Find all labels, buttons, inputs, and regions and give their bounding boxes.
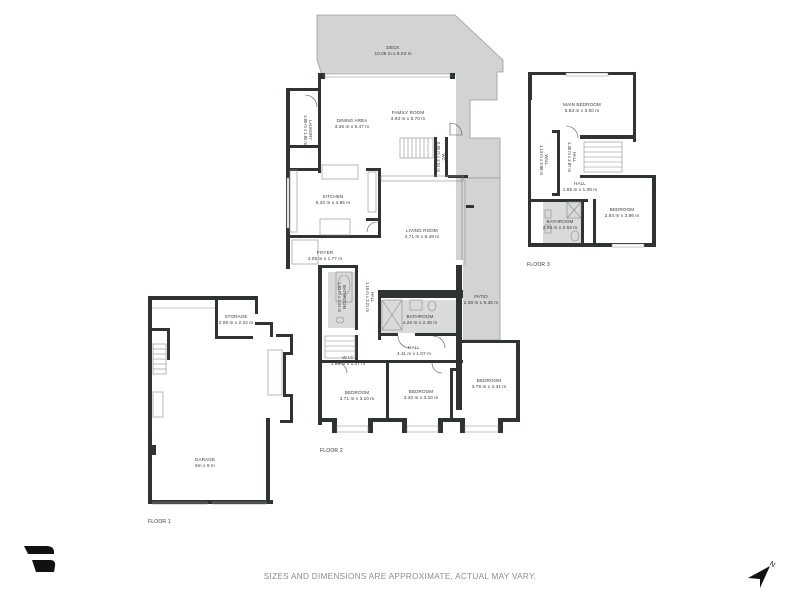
room-label-main-bedroom: MAIN BEDROOM 5.83 m x 3.50 m	[563, 102, 601, 113]
room-dims: 5.20 m x 4.85 m	[315, 199, 351, 205]
bathroom-wet-area	[328, 272, 356, 328]
room-label-wc: WC 0.85 m x 2.04 m	[436, 137, 446, 177]
room-label-living-room: LIVING ROOM 4.71 m x 6.49 m	[405, 228, 439, 239]
stairs-floor2	[324, 137, 434, 359]
room-dims: 1.30 m x 2.87 m	[567, 141, 572, 173]
room-dims: 3.93 m x 5.70 m	[390, 115, 426, 121]
room-name: HALL	[370, 291, 375, 303]
room-dims: 2.38 m x 9.35 m	[463, 299, 499, 305]
room-dims: 1.83 m x 3.31 m	[337, 281, 342, 313]
room-name: MAIN BEDROOM	[563, 102, 601, 107]
room-name: BATHROOM	[342, 285, 347, 309]
room-name: BEDROOM	[476, 378, 502, 383]
stairs-garage	[152, 307, 283, 505]
room-label-bedroom-3: BEDROOM 3.78 m x 4.31 m	[472, 378, 506, 389]
room-label-hall-vertical: HALL 1.15 m x 3.21 m	[365, 275, 375, 319]
disclaimer-text: SIZES AND DIMENSIONS ARE APPROXIMATE, AC…	[263, 572, 537, 581]
room-name: STORAGE	[224, 314, 248, 319]
room-label-garage: GARAGE 6m x 9 m	[195, 457, 215, 468]
room-name: FOYER	[316, 250, 334, 255]
floor-3-label: FLOOR 3	[527, 262, 550, 268]
room-name: HALL	[408, 345, 420, 350]
room-dims: 1.13 m x 3.88 m	[539, 144, 544, 176]
room-label-deck: DECK 10.08 m x 9.03 m	[374, 45, 411, 56]
room-dims: 3.35 m x 5.47 m	[334, 123, 370, 129]
room-name: BATHROOM	[546, 219, 574, 224]
room-label-laundry: LAUNDRY 1.85 m x 1.85 m	[303, 108, 313, 152]
room-dims: 3.78 m x 4.31 m	[471, 383, 507, 389]
room-name: WC	[441, 153, 446, 161]
room-dims: 2.94 m x 3.86 m	[604, 212, 640, 218]
room-name: KITCHEN	[322, 194, 344, 199]
room-dims: 5.83 m x 3.50 m	[564, 107, 600, 113]
room-dims: 3.40 m x 3.10 m	[403, 394, 439, 400]
room-name: PATIO	[474, 294, 488, 299]
room-label-wic: W.I.C 1.85 m x 1.37 m	[331, 355, 365, 366]
room-label-bathroom-main: BATHROOM 4.26 m x 2.48 m	[403, 314, 437, 325]
north-arrow-icon: N	[748, 560, 776, 588]
room-label-family-room: FAMILY ROOM 3.93 m x 5.70 m	[391, 110, 425, 121]
room-label-patio: PATIO 2.38 m x 9.35 m	[464, 294, 498, 305]
room-dims: 4.05 m x 1.77 m	[307, 255, 343, 261]
brand-logo-icon	[24, 546, 56, 572]
north-letter: N	[768, 560, 776, 569]
room-dims: 0.85 m x 2.04 m	[436, 141, 441, 173]
room-dims: 10.08 m x 9.03 m	[374, 50, 412, 56]
floor3-bathroom-wet-area	[543, 200, 581, 243]
room-label-bedroom-2: BEDROOM 3.40 m x 3.10 m	[404, 389, 438, 400]
stairs-floor3	[544, 141, 623, 242]
room-dims: 4.11 m x 1.07 m	[396, 350, 432, 356]
room-label-hall-upper: HALL 1.85 m x 1.08 m	[563, 181, 597, 192]
room-label-dining-area: DINING AREA 3.35 m x 5.47 m	[335, 118, 369, 129]
room-label-hall: HALL 4.11 m x 1.07 m	[397, 345, 431, 356]
room-name: LIVING ROOM	[406, 228, 438, 233]
room-dims: 4.26 m x 2.48 m	[402, 319, 438, 325]
room-label-storage: STORAGE 2.06 m x 2.22 m	[219, 314, 253, 325]
room-dims: 1.85 m x 1.85 m	[303, 114, 308, 146]
room-label-bedroom-upper: BEDROOM 2.94 m x 3.86 m	[605, 207, 639, 218]
room-label-bathroom-small: BATHROOM 1.83 m x 3.31 m	[337, 277, 347, 317]
room-dims: 4.71 m x 6.49 m	[404, 233, 440, 239]
room-name: FAMILY ROOM	[391, 110, 425, 115]
room-dims: 1.15 m x 3.21 m	[365, 281, 370, 313]
room-label-wall: WALL 1.13 m x 3.88 m	[539, 138, 549, 182]
room-dims: 1.85 m x 1.37 m	[330, 360, 366, 366]
room-label-kitchen: KITCHEN 5.20 m x 4.85 m	[316, 194, 350, 205]
patio-area	[461, 177, 501, 341]
room-name: BEDROOM	[609, 207, 635, 212]
room-dims: 2.86 m x 2.63 m	[542, 224, 578, 230]
room-name: DINING AREA	[336, 118, 368, 123]
room-dims: 3.71 m x 3.10 m	[339, 395, 375, 401]
room-label-bedroom-1: BEDROOM 3.71 m x 3.10 m	[340, 390, 374, 401]
room-name: HALL	[572, 151, 577, 163]
room-name: BATHROOM	[406, 314, 434, 319]
room-dims: 1.85 m x 1.08 m	[562, 186, 598, 192]
room-name: W.I.C	[342, 355, 354, 360]
room-dims: 6m x 9 m	[195, 462, 215, 468]
room-name: HALL	[574, 181, 586, 186]
room-name: LAUNDRY	[308, 120, 313, 140]
room-name: BEDROOM	[408, 389, 434, 394]
floor-1-label: FLOOR 1	[148, 519, 171, 525]
room-name: BEDROOM	[344, 390, 370, 395]
room-dims: 2.06 m x 2.22 m	[218, 319, 254, 325]
room-name: DECK	[386, 45, 400, 50]
room-name: GARAGE	[194, 457, 216, 462]
floor-2-label: FLOOR 2	[320, 448, 343, 454]
room-label-hall-stair: HALL 1.30 m x 2.87 m	[567, 135, 577, 179]
room-label-bathroom-upper: BATHROOM 2.86 m x 2.63 m	[543, 219, 577, 230]
room-name: WALL	[544, 154, 549, 166]
room-label-foyer: FOYER 4.05 m x 1.77 m	[308, 250, 342, 261]
